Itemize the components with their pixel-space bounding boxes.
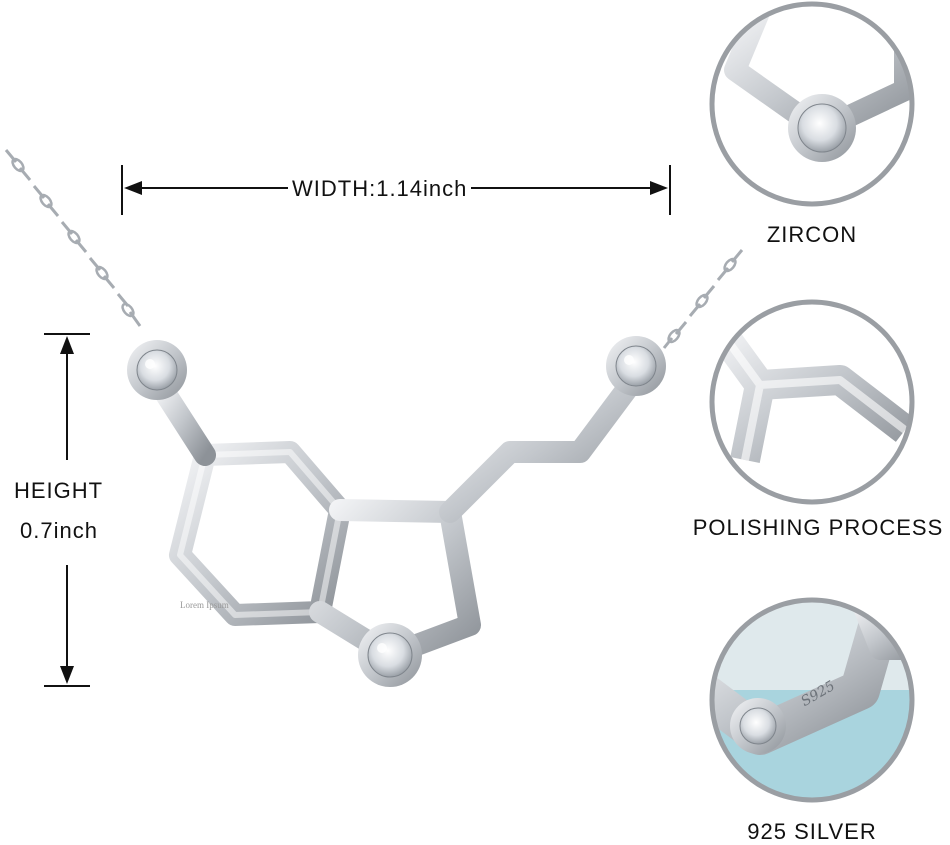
- silver-caption: 925 SILVER: [747, 819, 877, 844]
- width-label: WIDTH:1.14inch: [288, 176, 472, 202]
- zircon-stone-left: [127, 340, 187, 400]
- watermark: Lorem Ipsum: [180, 600, 229, 610]
- left-chain: [4, 149, 142, 327]
- height-dimension-arrow: [44, 333, 90, 687]
- polished-band-closeup-icon: [709, 299, 915, 505]
- zircon-closeup-icon: [709, 1, 915, 207]
- polishing-caption: POLISHING PROCESS: [692, 515, 944, 540]
- zircon-stone-bottom: [358, 623, 422, 687]
- zircon-caption: ZIRCON: [766, 222, 858, 247]
- silver-stamp-closeup-icon: [709, 597, 915, 803]
- height-label-line2: 0.7inch: [20, 518, 98, 544]
- zircon-stone-right: [606, 336, 666, 396]
- serotonin-pendant: [149, 374, 641, 666]
- height-label-line1: HEIGHT: [14, 478, 104, 504]
- right-chain: [662, 249, 744, 349]
